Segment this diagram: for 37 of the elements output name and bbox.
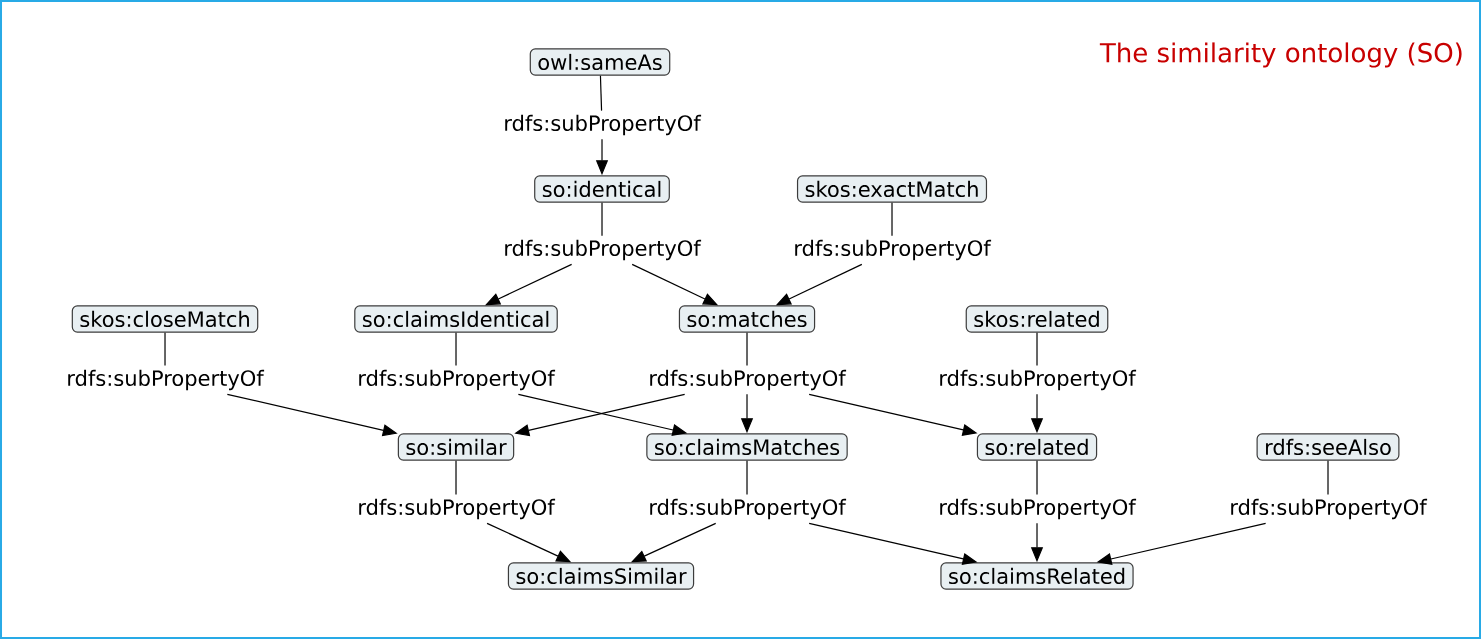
- connector-line: [455, 332, 457, 367]
- link-label: rdfs:subPropertyOf: [505, 114, 702, 136]
- concept-box: so:claimsMatches: [646, 433, 848, 461]
- concept-box: so:matches: [678, 305, 816, 333]
- connector-line: [1036, 460, 1038, 496]
- concept-box: skos:closeMatch: [71, 305, 259, 333]
- connector-line: [746, 460, 748, 496]
- connector-line: [746, 332, 748, 367]
- connector-line: [601, 202, 603, 237]
- link-label: rdfs:subPropertyOf: [940, 369, 1137, 391]
- link-label: rdfs:subPropertyOf: [1231, 498, 1428, 520]
- link-label: rdfs:subPropertyOf: [359, 369, 556, 391]
- title: The similarity ontology (SO): [1099, 42, 1462, 68]
- connector-line: [1036, 332, 1038, 367]
- concept-box: owl:sameAs: [529, 48, 671, 76]
- concept-box: so:related: [976, 433, 1098, 461]
- link-label: rdfs:subPropertyOf: [650, 498, 847, 520]
- arrow: [485, 263, 573, 306]
- concept-box: skos:related: [965, 305, 1109, 333]
- connector-line: [599, 75, 603, 112]
- connector-line: [455, 460, 457, 496]
- concept-box: skos:exactMatch: [796, 175, 988, 203]
- connector-line: [891, 202, 893, 237]
- concept-box: so:claimsRelated: [940, 562, 1134, 590]
- connector-line: [164, 332, 166, 367]
- concept-box: rdfs:seeAlso: [1256, 433, 1400, 461]
- link-label: rdfs:subPropertyOf: [940, 498, 1137, 520]
- link-label: rdfs:subPropertyOf: [795, 239, 992, 261]
- concept-box: so:claimsIdentical: [354, 305, 558, 333]
- concept-box: so:similar: [397, 433, 515, 461]
- concept-box: so:claimsSimilar: [507, 562, 695, 590]
- link-label: rdfs:subPropertyOf: [505, 239, 702, 261]
- link-label: rdfs:subPropertyOf: [359, 498, 556, 520]
- concept-box: so:identical: [534, 175, 670, 203]
- link-label: rdfs:subPropertyOf: [650, 369, 847, 391]
- link-label: rdfs:subPropertyOf: [68, 369, 265, 391]
- connector-line: [1327, 460, 1329, 496]
